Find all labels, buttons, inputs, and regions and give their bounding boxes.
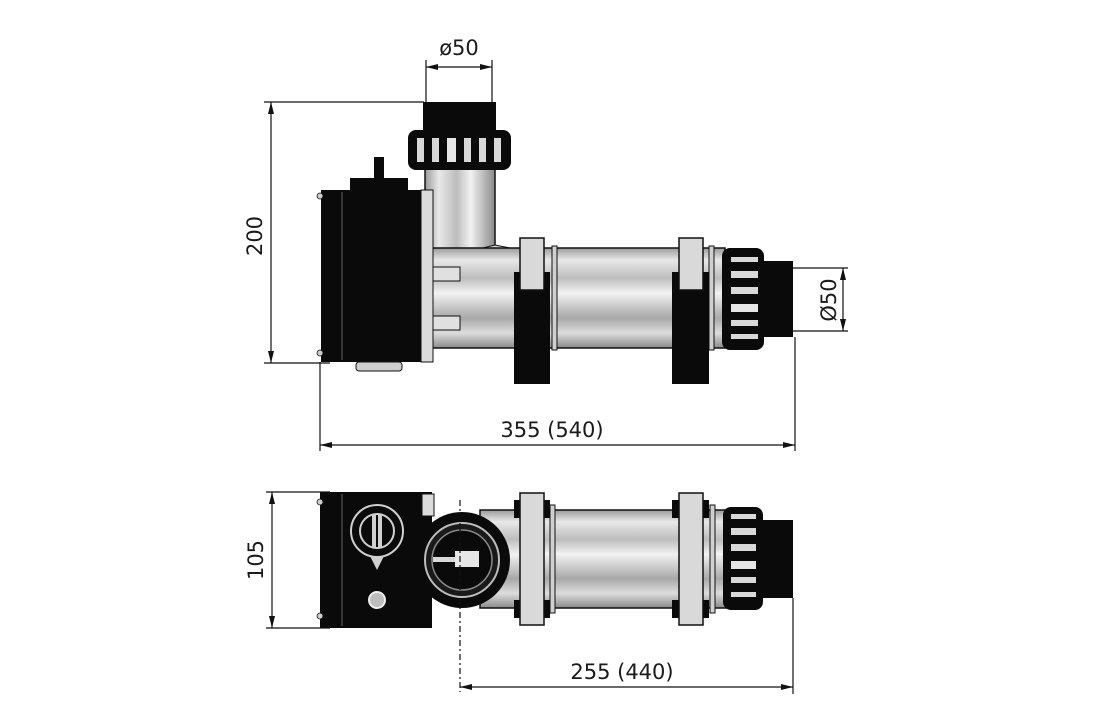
- dimension-height: 200: [243, 101, 424, 364]
- outlet-union-nut: [722, 248, 764, 350]
- pipe-clamp: [672, 237, 709, 384]
- dimension-outlet-length: 255 (440): [460, 598, 794, 694]
- side-view: ø50 200 Ø50 355 (540): [243, 36, 848, 451]
- inlet-union-cap: [423, 102, 496, 132]
- overall-length-label: 355 (540): [500, 418, 603, 442]
- dimension-width: 105: [244, 491, 330, 629]
- outlet-diameter-label: Ø50: [817, 278, 841, 321]
- outlet-union-cap: [760, 261, 793, 337]
- flow-sensor-housing: [414, 512, 510, 608]
- outlet-union-nut-top: [723, 507, 763, 610]
- dimension-inlet-diameter: ø50: [425, 36, 493, 102]
- height-label: 200: [243, 216, 267, 256]
- dimension-outlet-diameter: Ø50: [793, 267, 848, 332]
- cable-gland-icon: [368, 591, 386, 609]
- control-box: [316, 157, 434, 372]
- inlet-union-nut: [408, 130, 511, 170]
- pipe-clamp-top: [514, 492, 550, 626]
- pipe-clamp-top: [672, 492, 709, 626]
- mount-tab: [431, 315, 461, 331]
- top-view: 105 255 (440): [244, 491, 794, 694]
- inlet-diameter-label: ø50: [439, 36, 479, 60]
- mount-tab: [431, 266, 461, 282]
- thermostat-knob: [350, 504, 404, 570]
- dimension-overall-length: 355 (540): [319, 337, 796, 451]
- width-label: 105: [244, 540, 268, 580]
- control-box-top: [316, 492, 435, 628]
- outlet-length-label: 255 (440): [570, 660, 673, 684]
- pipe-clamp: [514, 237, 550, 384]
- outlet-union-cap-top: [760, 520, 793, 598]
